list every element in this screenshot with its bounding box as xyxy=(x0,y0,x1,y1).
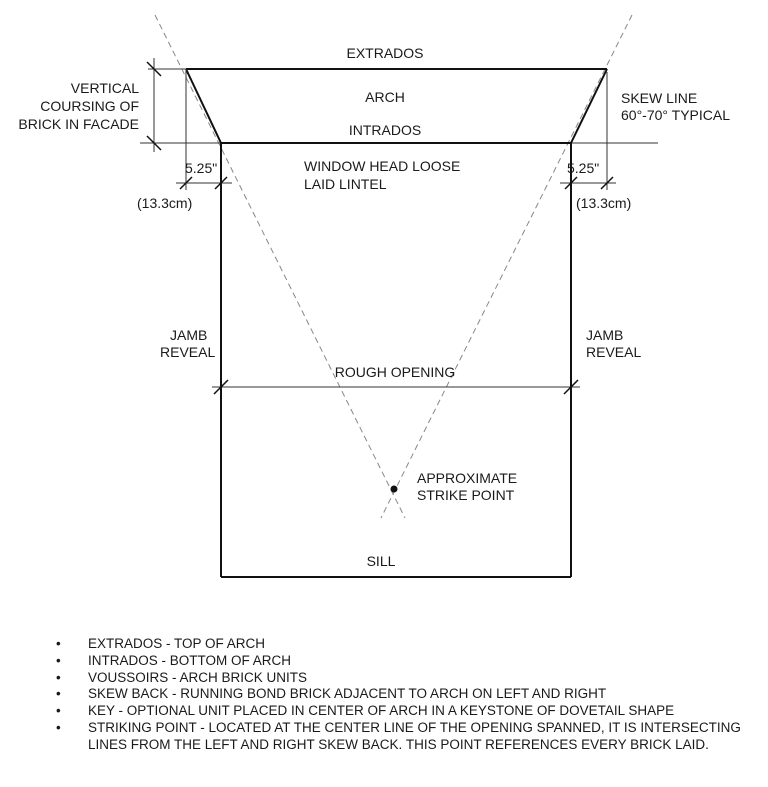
flat-arch-diagram: EXTRADOS ARCH INTRADOS VERTICAL COURSING… xyxy=(18,14,730,578)
rough-opening-tick-right xyxy=(563,379,579,395)
vertical-coursing-label-2: COURSING OF xyxy=(40,98,139,114)
note-item: • STRIKING POINT - LOCATED AT THE CENTER … xyxy=(56,720,756,754)
right-skew-construction-line xyxy=(380,14,633,519)
note-text: SKEW BACK - RUNNING BOND BRICK ADJACENT … xyxy=(88,686,607,702)
window-head-label-2: LAID LINTEL xyxy=(304,176,387,192)
vertical-coursing-label-1: VERTICAL xyxy=(71,80,139,96)
note-item: • KEY - OPTIONAL UNIT PLACED IN CENTER OF… xyxy=(56,703,756,720)
note-item: • VOUSSOIRS - ARCH BRICK UNITS xyxy=(56,670,756,687)
window-head-label-1: WINDOW HEAD LOOSE xyxy=(304,158,460,174)
note-text: STRIKING POINT - LOCATED AT THE CENTER L… xyxy=(88,719,741,752)
note-text: KEY - OPTIONAL UNIT PLACED IN CENTER OF … xyxy=(88,703,675,719)
bullet-icon: • xyxy=(56,652,61,668)
jamb-left-label-1: JAMB xyxy=(170,327,207,343)
bullet-icon: • xyxy=(56,703,61,719)
sill-label: SILL xyxy=(367,553,396,569)
intrados-label: INTRADOS xyxy=(349,122,421,138)
note-item: • EXTRADOS - TOP OF ARCH xyxy=(56,636,756,653)
left-dim-tick-a xyxy=(179,176,193,190)
note-text: INTRADOS - BOTTOM OF ARCH xyxy=(88,652,292,668)
rough-opening-label: ROUGH OPENING xyxy=(335,364,456,380)
extrados-label: EXTRADOS xyxy=(346,45,423,61)
left-dim-tick-b xyxy=(214,176,228,190)
right-dim-label: 5.25" xyxy=(567,160,599,176)
left-skew-line xyxy=(185,68,222,144)
rough-opening-tick-left xyxy=(213,379,229,395)
strike-point-label-2: STRIKE POINT xyxy=(417,487,515,503)
strike-point-label-1: APPROXIMATE xyxy=(417,470,517,486)
right-dim-tick-a xyxy=(564,176,578,190)
right-dim-metric-label: (13.3cm) xyxy=(576,195,631,211)
right-skew-line xyxy=(570,68,608,144)
strike-point-dot xyxy=(390,485,398,493)
coursing-tick-bottom xyxy=(146,135,162,151)
skew-line-label-1: SKEW LINE xyxy=(621,90,697,106)
skew-line-label-2: 60°-70° TYPICAL xyxy=(621,107,730,123)
note-item: • SKEW BACK - RUNNING BOND BRICK ADJACENT… xyxy=(56,686,756,703)
bullet-icon: • xyxy=(56,686,61,702)
jamb-right-label-2: REVEAL xyxy=(586,344,641,360)
left-dim-label: 5.25" xyxy=(185,160,217,176)
note-text: VOUSSOIRS - ARCH BRICK UNITS xyxy=(88,669,308,685)
left-dim-metric-label: (13.3cm) xyxy=(137,195,192,211)
right-dim-tick-b xyxy=(600,176,614,190)
note-item: • INTRADOS - BOTTOM OF ARCH xyxy=(56,653,756,670)
coursing-tick-top xyxy=(146,61,162,77)
arch-label: ARCH xyxy=(365,89,405,105)
bullet-icon: • xyxy=(56,669,61,685)
bullet-icon: • xyxy=(56,719,61,735)
left-skew-construction-line xyxy=(154,14,406,519)
jamb-left-label-2: REVEAL xyxy=(160,344,215,360)
jamb-right-label-1: JAMB xyxy=(586,327,623,343)
bullet-icon: • xyxy=(56,636,61,651)
definition-notes-list: • EXTRADOS - TOP OF ARCH • INTRADOS - BOTT… xyxy=(56,636,756,754)
vertical-coursing-label-3: BRICK IN FACADE xyxy=(18,116,139,132)
note-text: EXTRADOS - TOP OF ARCH xyxy=(88,636,266,651)
